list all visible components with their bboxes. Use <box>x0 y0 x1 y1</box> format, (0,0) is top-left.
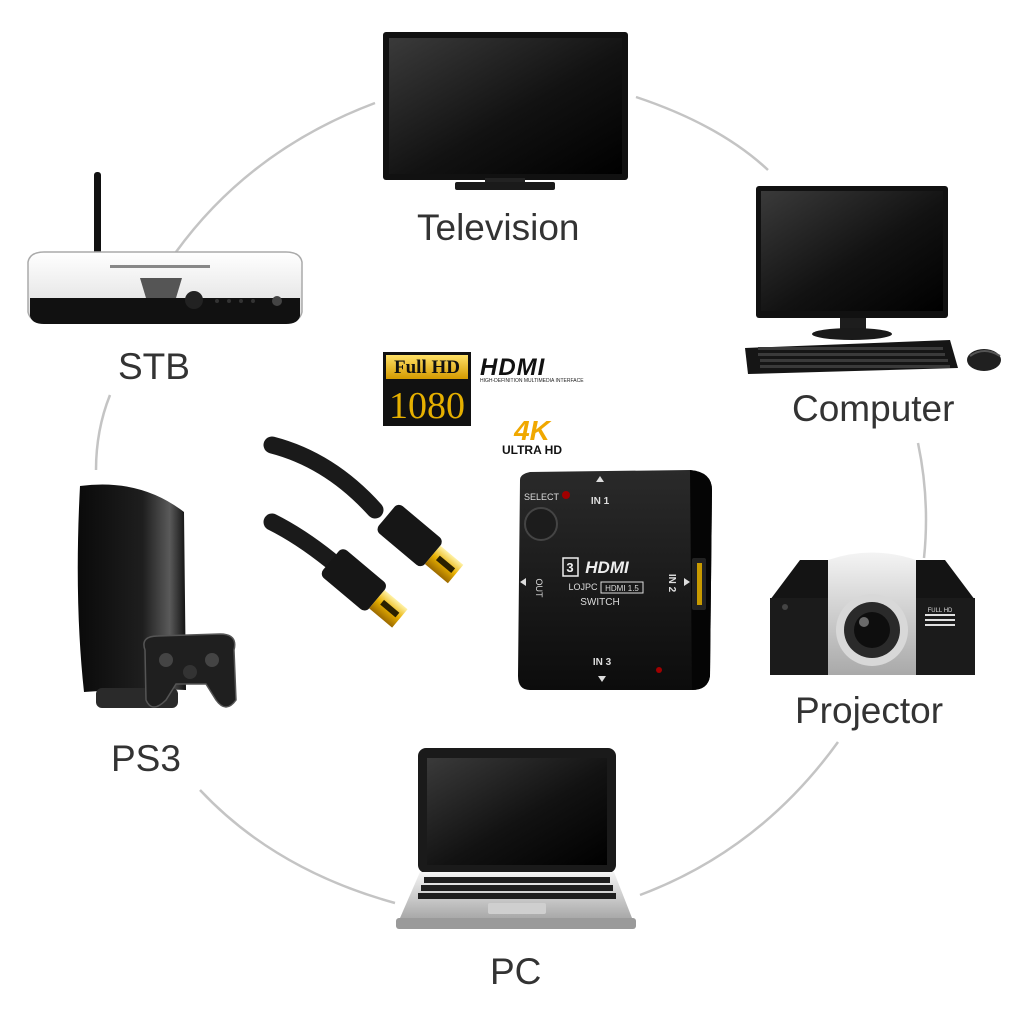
hdmi-logo: HDMI HIGH-DEFINITION MULTIMEDIA INTERFAC… <box>480 354 584 384</box>
switch-sub-label: LOJPC <box>568 582 598 592</box>
switch-version-label: HDMI 1.5 <box>605 584 639 593</box>
full-hd-text: Full HD <box>394 357 460 378</box>
switch-out-label: OUT <box>534 579 544 599</box>
4k-ultra-hd-badge: 4K ULTRA HD <box>502 415 562 457</box>
pc-label: PC <box>490 951 542 992</box>
connection-ring <box>94 95 928 905</box>
switch-in2-label: IN 2 <box>666 574 677 593</box>
computer-label: Computer <box>792 388 955 429</box>
stb-label: STB <box>118 346 190 387</box>
ps3-label: PS3 <box>111 738 181 779</box>
4k-text: 4K <box>513 415 552 446</box>
television-label: Television <box>417 207 580 248</box>
projector-badge-text: FULL HD <box>928 608 953 614</box>
hdmi-cable-icon <box>263 436 464 628</box>
switch-in1-label: IN 1 <box>591 496 610 507</box>
laptop-icon <box>396 748 636 929</box>
ps3-console-icon <box>77 484 237 708</box>
full-hd-badge: Full HD 1080 <box>383 352 471 427</box>
switch-select-label: SELECT <box>524 492 560 502</box>
resolution-1080-text: 1080 <box>389 385 465 427</box>
switch-model-label: SWITCH <box>580 597 619 608</box>
computer-icon <box>745 186 1001 374</box>
projector-label: Projector <box>795 690 944 731</box>
television-icon <box>383 32 628 190</box>
projector-icon: FULL HD <box>770 552 975 675</box>
hdmi-switch-icon: SELECT IN 1 IN 3 IN 2 OUT 3 HDMI LOJPC H… <box>518 470 712 690</box>
ultra-hd-text: ULTRA HD <box>502 443 562 457</box>
switch-hdmi-logo: HDMI <box>585 558 630 577</box>
set-top-box-icon <box>27 172 303 324</box>
switch-in3-label: IN 3 <box>593 657 612 668</box>
hdmi-logo-text: HDMI <box>480 354 546 381</box>
hdmi-tagline: HIGH-DEFINITION MULTIMEDIA INTERFACE <box>480 378 584 384</box>
switch-port-count: 3 <box>566 560 573 575</box>
